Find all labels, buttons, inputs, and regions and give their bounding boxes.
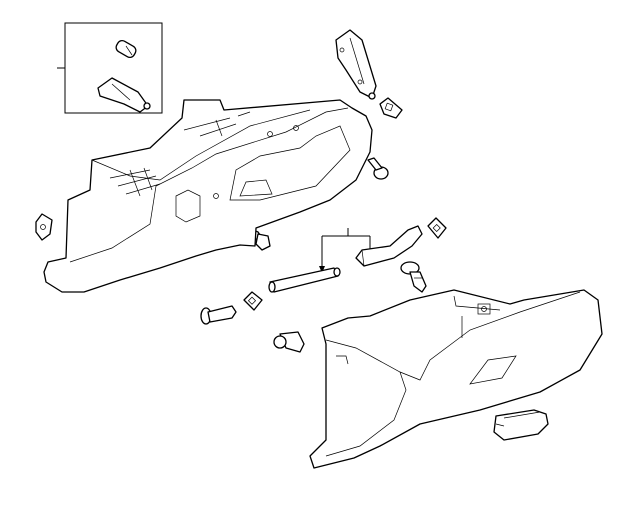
pivot-rod-part — [268, 267, 341, 293]
clip-part-right-upper — [379, 97, 403, 119]
nut-clip-part-right — [427, 217, 447, 239]
bulb-part — [115, 39, 137, 59]
glove-box-switch-part — [97, 77, 151, 113]
nut-clip-part-left — [243, 291, 263, 311]
pin-part — [200, 305, 237, 325]
latch-handle-part — [493, 409, 549, 441]
clip-part-left — [35, 213, 53, 241]
stopper-knob-part — [273, 331, 305, 353]
inset-lamp-switch-group — [57, 22, 163, 114]
glove-box-housing-part — [43, 99, 373, 293]
arrow-head-left — [319, 266, 325, 273]
glove-box-door-part — [309, 289, 603, 469]
push-rivet-part — [400, 261, 427, 293]
damper-strut-part — [355, 225, 423, 267]
push-pin-part-upper — [367, 157, 389, 180]
hinge-bracket-part — [335, 29, 377, 100]
